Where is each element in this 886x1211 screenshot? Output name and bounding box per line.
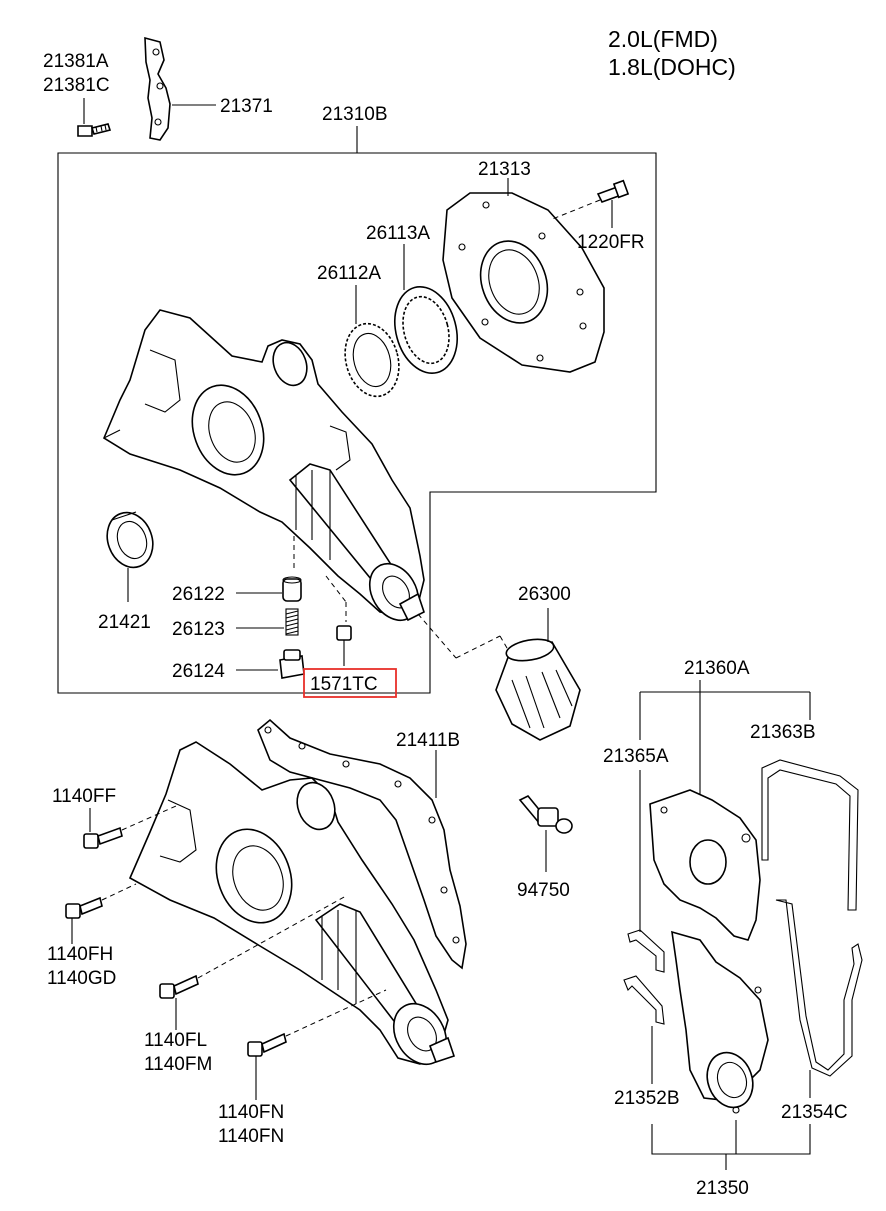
label-1140FF: 1140FF: [52, 786, 116, 807]
pump-cover-21313[interactable]: [442, 192, 605, 373]
lower-cover-21350[interactable]: [671, 930, 769, 1114]
label-21310B: 21310B: [322, 104, 388, 125]
plug-26124[interactable]: [279, 649, 305, 679]
gasket-21411B[interactable]: [257, 718, 467, 970]
label-26123: 26123: [172, 619, 225, 640]
seal-21352B[interactable]: [623, 975, 665, 1025]
label-1140FN-2: 1140FN: [218, 1126, 284, 1147]
label-21421: 21421: [98, 612, 151, 633]
label-21371: 21371: [220, 96, 273, 117]
bolt-1140FH[interactable]: [65, 896, 103, 919]
label-26113A: 26113A: [366, 223, 430, 244]
label-21381C: 21381C: [43, 75, 110, 96]
bolt-1140FL[interactable]: [159, 974, 199, 999]
upper-cover-21360A[interactable]: [649, 789, 761, 941]
label-1140FN-1: 1140FN: [218, 1102, 284, 1123]
engine-variant-2: 1.8L(DOHC): [608, 54, 736, 80]
assembly-frame-21310B: [57, 152, 657, 694]
oil-seal-21421[interactable]: [100, 506, 160, 574]
label-94750: 94750: [517, 880, 570, 901]
label-21381A: 21381A: [43, 51, 109, 72]
sender-94750[interactable]: [518, 794, 573, 834]
label-1571TC: 1571TC: [310, 674, 378, 695]
bolt-21381[interactable]: [77, 123, 112, 137]
highlight-box-1571TC: [303, 668, 397, 698]
oil-pump-housing: [102, 309, 425, 622]
clip-21365A[interactable]: [627, 929, 665, 973]
label-1140FH: 1140FH: [47, 944, 113, 965]
label-21411B: 21411B: [396, 730, 460, 751]
outer-rotor-26113A[interactable]: [386, 280, 467, 381]
oil-filter-26300[interactable]: [495, 636, 581, 741]
bracket-21371[interactable]: [144, 36, 171, 141]
bolt-1140FN[interactable]: [247, 1032, 287, 1057]
label-21365A: 21365A: [603, 746, 669, 767]
label-1140FM: 1140FM: [144, 1054, 212, 1075]
label-26122: 26122: [172, 584, 225, 605]
label-21360A: 21360A: [684, 658, 750, 679]
label-21363B: 21363B: [750, 722, 816, 743]
bolt-1140FF[interactable]: [83, 826, 123, 849]
label-26300: 26300: [518, 584, 571, 605]
label-21352B: 21352B: [614, 1088, 680, 1109]
label-1220FR: 1220FR: [577, 232, 645, 253]
engine-variant-1: 2.0L(FMD): [608, 26, 718, 52]
seal-21354C[interactable]: [775, 899, 863, 1077]
label-1140GD: 1140GD: [47, 968, 116, 989]
label-1140FL: 1140FL: [144, 1030, 207, 1051]
label-21350: 21350: [696, 1178, 749, 1199]
spring-26123[interactable]: [285, 608, 299, 636]
seal-21363B[interactable]: [761, 759, 859, 911]
inner-rotor-26112A[interactable]: [337, 318, 406, 403]
screw-1220FR[interactable]: [596, 179, 630, 203]
label-21313: 21313: [478, 159, 531, 180]
timing-cover-housing: [128, 741, 456, 1065]
plunger-26122[interactable]: [282, 576, 302, 602]
label-21354C: 21354C: [781, 1102, 848, 1123]
sensor-1571TC[interactable]: [336, 625, 352, 666]
label-26124: 26124: [172, 661, 225, 682]
label-26112A: 26112A: [317, 263, 381, 284]
